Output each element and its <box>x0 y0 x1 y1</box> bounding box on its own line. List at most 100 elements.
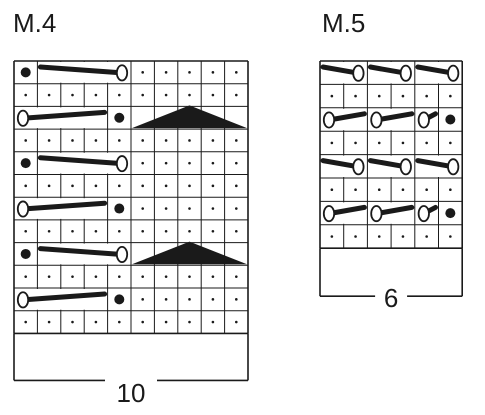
purl-dot-symbol <box>188 275 191 278</box>
purl-dot-symbol <box>188 184 191 188</box>
purl-dot-symbol <box>164 71 168 74</box>
bobble-dot-symbol <box>20 67 31 78</box>
purl-dot-symbol <box>354 235 357 238</box>
purl-dot-symbol <box>94 184 98 188</box>
purl-dot-symbol <box>47 320 51 324</box>
purl-dot-symbol <box>24 320 28 324</box>
purl-dot-symbol <box>118 93 121 97</box>
purl-dot-symbol <box>164 320 168 324</box>
purl-dot-symbol <box>211 320 215 324</box>
purl-dot-symbol <box>164 229 168 233</box>
purl-dot-symbol <box>94 275 98 278</box>
chart-title-m4: M.4 <box>13 8 57 38</box>
purl-dot-symbol <box>47 229 51 233</box>
cable-loop <box>16 200 30 218</box>
cable-loop <box>447 64 460 82</box>
slanted-bar-loop-right-symbol <box>37 246 125 257</box>
purl-dot-symbol <box>47 275 51 278</box>
purl-dot-symbol <box>354 94 357 98</box>
purl-dot-symbol <box>141 71 144 74</box>
purl-dot-symbol <box>235 320 238 324</box>
purl-dot-symbol <box>235 139 238 142</box>
slanted-bar-loop-left-symbol <box>20 200 108 212</box>
purl-dot-symbol <box>141 184 144 188</box>
purl-dot-symbol <box>188 71 191 74</box>
purl-dot-symbol <box>425 94 428 98</box>
purl-dot-symbol <box>71 139 74 142</box>
bobble-dot-symbol <box>20 248 31 259</box>
purl-dot-symbol <box>211 298 215 301</box>
purl-dot-symbol <box>94 229 98 233</box>
cable-loop <box>417 111 430 129</box>
purl-dot-symbol <box>211 275 215 278</box>
purl-dot-symbol <box>141 320 144 324</box>
purl-dot-symbol <box>164 298 168 301</box>
purl-dot-symbol <box>164 139 168 142</box>
cable-loop <box>352 158 365 176</box>
purl-dot-symbol <box>449 94 452 98</box>
purl-dot-symbol <box>71 229 74 233</box>
purl-dot-symbol <box>71 275 74 278</box>
stitch-count-label: 6 <box>384 283 398 313</box>
bobble-dot-symbol <box>445 208 456 219</box>
purl-dot-symbol <box>235 161 238 165</box>
bobble-dot-symbol <box>114 203 125 214</box>
purl-dot-symbol <box>235 275 238 278</box>
purl-dot-symbol <box>235 207 238 210</box>
cable-loop <box>417 205 430 223</box>
purl-dot-symbol <box>188 139 191 142</box>
purl-dot-symbol <box>401 94 405 98</box>
cable-loop <box>115 155 129 173</box>
purl-dot-symbol <box>141 275 144 278</box>
purl-dot-symbol <box>235 184 238 188</box>
purl-dot-symbol <box>449 141 452 145</box>
purl-dot-symbol <box>235 71 238 74</box>
slanted-bar-loop-left-symbol <box>20 291 108 303</box>
slanted-bar-loop-right-symbol <box>37 155 125 167</box>
purl-dot-symbol <box>330 141 334 145</box>
bobble-dot-symbol <box>445 114 456 125</box>
chart-title-m5: M.5 <box>322 8 366 38</box>
purl-dot-symbol <box>188 161 191 165</box>
bobble-dot-symbol <box>20 158 31 169</box>
purl-dot-symbol <box>188 320 191 324</box>
purl-dot-symbol <box>141 229 144 233</box>
cable-loop <box>322 111 336 129</box>
purl-dot-symbol <box>354 141 357 145</box>
purl-dot-symbol <box>47 139 51 142</box>
purl-dot-symbol <box>24 229 28 233</box>
purl-dot-symbol <box>211 229 215 233</box>
purl-dot-symbol <box>235 229 238 233</box>
cable-loop <box>115 64 129 82</box>
purl-dot-symbol <box>24 93 28 97</box>
cable-loop <box>370 111 383 129</box>
purl-dot-symbol <box>211 71 215 74</box>
triangle-symbol <box>132 105 247 129</box>
purl-dot-symbol <box>401 235 405 238</box>
purl-dot-symbol <box>377 235 381 238</box>
cable-loop <box>399 158 412 176</box>
purl-dot-symbol <box>141 139 144 142</box>
purl-dot-symbol <box>164 207 168 210</box>
purl-dot-symbol <box>211 207 215 210</box>
purl-dot-symbol <box>71 93 74 97</box>
purl-dot-symbol <box>330 235 334 238</box>
purl-dot-symbol <box>235 93 238 97</box>
purl-dot-symbol <box>425 141 428 145</box>
purl-dot-symbol <box>164 93 168 97</box>
purl-dot-symbol <box>188 207 191 210</box>
purl-dot-symbol <box>118 139 121 142</box>
purl-dot-symbol <box>235 298 238 301</box>
purl-dot-symbol <box>94 320 98 324</box>
purl-dot-symbol <box>188 229 191 233</box>
bobble-dot-symbol <box>114 112 125 123</box>
purl-dot-symbol <box>141 298 144 301</box>
purl-dot-symbol <box>164 184 168 188</box>
purl-dot-symbol <box>118 320 121 324</box>
purl-dot-symbol <box>377 141 381 145</box>
purl-dot-symbol <box>425 235 428 238</box>
slanted-bar-loop-left-symbol <box>20 109 108 121</box>
purl-dot-symbol <box>211 139 215 142</box>
